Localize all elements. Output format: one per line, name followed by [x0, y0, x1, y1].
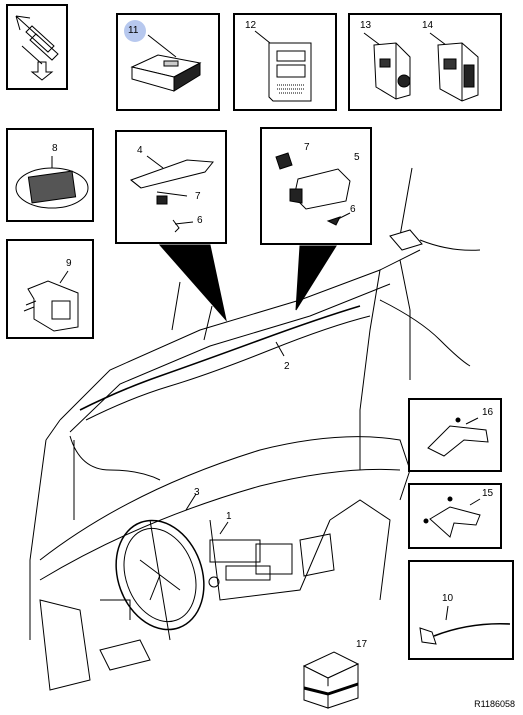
callout-14: 14 — [422, 20, 434, 31]
control-unit-icon — [130, 34, 202, 92]
bracket-15-icon — [423, 496, 481, 538]
callout-13: 13 — [360, 20, 372, 31]
callout-1: 1 — [226, 511, 232, 522]
part-16-box: 16 — [408, 398, 502, 472]
truck-orientation-icon — [15, 15, 59, 81]
callout-3: 3 — [194, 487, 200, 498]
part-4-6-7-box: 4 7 6 — [115, 130, 227, 244]
part-5-6-7-box: 7 5 6 — [260, 127, 372, 245]
module-5-icon — [275, 152, 351, 226]
part-8-box: 8 — [6, 128, 94, 222]
switch-modules-icon — [363, 32, 479, 102]
drawing-code: R1186058 — [474, 699, 515, 709]
callout-16: 16 — [482, 407, 494, 418]
label-card-icon — [254, 30, 312, 102]
callout-12: 12 — [245, 20, 257, 31]
callout-2: 2 — [284, 361, 290, 372]
bracket-9-icon — [23, 270, 79, 332]
lamp-4-icon — [129, 155, 214, 233]
callout-6a: 6 — [197, 215, 203, 226]
callout-10: 10 — [442, 593, 454, 604]
part-11-box: 11 — [116, 13, 220, 111]
part-9-box: 9 — [6, 239, 94, 339]
speaker-grille-icon — [15, 156, 89, 209]
part-11-highlight — [124, 20, 146, 42]
callout-5: 5 — [354, 152, 360, 163]
bracket-16-icon — [427, 417, 489, 457]
callout-17: 17 — [356, 639, 368, 650]
callout-11: 11 — [128, 25, 139, 36]
callout-6b: 6 — [350, 204, 356, 215]
part-13-14-box: 13 14 — [348, 13, 502, 111]
cable-10-icon — [419, 605, 511, 645]
orientation-view-box — [6, 4, 68, 90]
callout-8: 8 — [52, 143, 58, 154]
callout-7b: 7 — [304, 142, 310, 153]
callout-15: 15 — [482, 488, 494, 499]
callout-7a: 7 — [195, 191, 201, 202]
part-12-box: 12 — [233, 13, 337, 111]
callout-4: 4 — [137, 145, 143, 156]
part-10-box: 10 — [408, 560, 514, 660]
part-15-box: 15 — [408, 483, 502, 549]
